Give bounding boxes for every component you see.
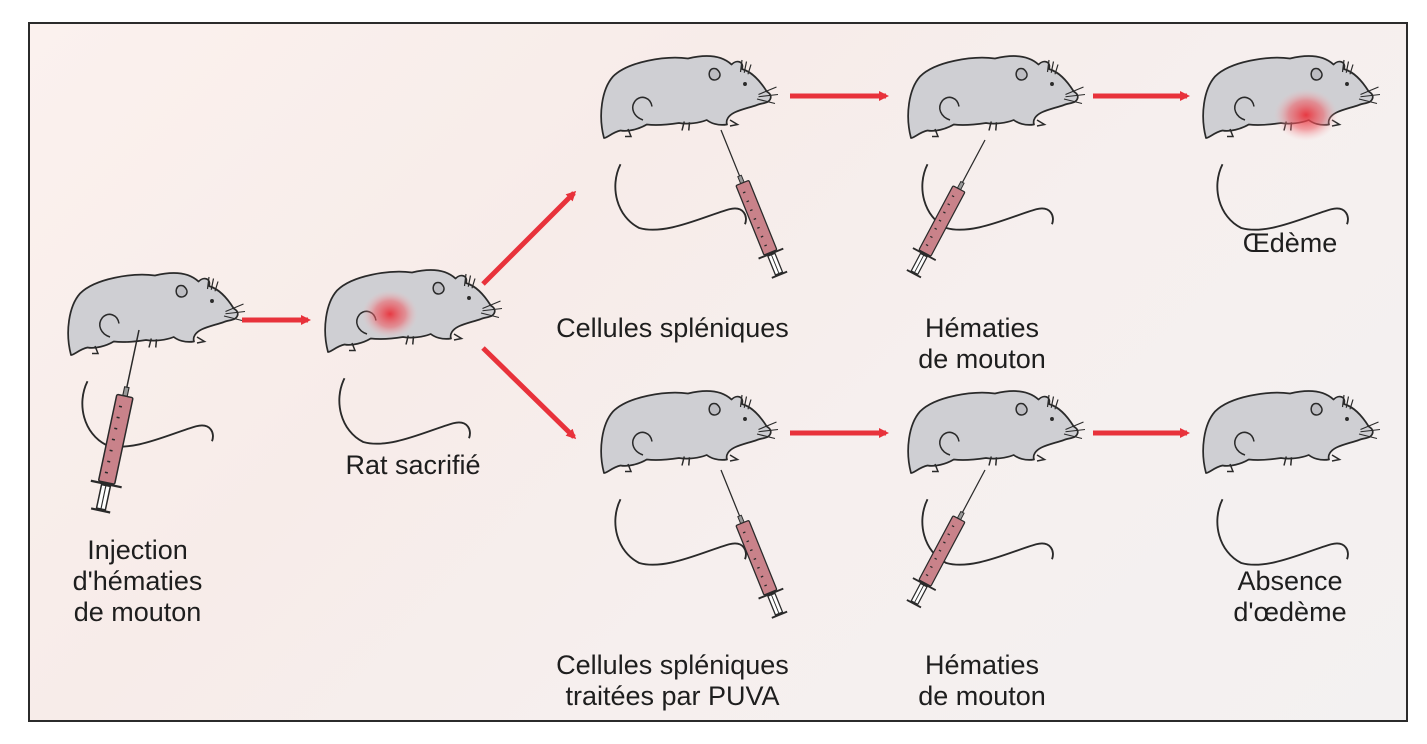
label-line: Absence — [1237, 566, 1343, 596]
rat-hematies-bottom-group — [901, 390, 1086, 612]
label-cellules-puva: Cellules spléniques traitées par PUVA — [520, 650, 825, 712]
syringe-icon — [901, 462, 998, 612]
rat-sacrifie-group — [324, 269, 503, 445]
label-line: de mouton — [918, 344, 1046, 374]
label-line: Hématies — [924, 313, 1040, 343]
rat-icon — [907, 55, 1086, 231]
arrow-down — [481, 346, 577, 440]
label-hematies-bottom: Hématies de mouton — [882, 650, 1082, 712]
rat-icon — [67, 272, 246, 448]
label-rat-sacrifie: Rat sacrifié — [345, 450, 481, 480]
syringe-icon — [901, 132, 998, 282]
rat-icon — [324, 269, 503, 445]
diagram-frame — [28, 22, 1408, 722]
label-cellules-spleniques: Cellules spléniques — [556, 313, 789, 343]
rat-hematies-top-group — [901, 55, 1086, 282]
label-line: d'œdème — [1233, 597, 1347, 627]
label-oedeme: Œdème — [1242, 228, 1338, 258]
rat-icon — [1202, 55, 1381, 231]
rat-oedeme-group — [1202, 55, 1381, 231]
rat-icon — [1202, 390, 1381, 566]
rat-icon — [907, 390, 1086, 566]
rat-cellules-top-group — [600, 55, 794, 282]
rat-absence-group — [1202, 390, 1381, 566]
syringe-icon — [707, 123, 794, 282]
syringe-icon — [707, 463, 794, 622]
label-line: Cellules spléniques — [556, 650, 789, 680]
label-line: d'hématies — [72, 566, 203, 596]
syringe-icon — [83, 325, 156, 516]
label-line: Hématies — [924, 650, 1040, 680]
label-absence-oedeme: Absence d'œdème — [1190, 566, 1390, 628]
oedeme-spot — [1274, 89, 1338, 141]
label-injection: Injection d'hématies de mouton — [55, 535, 220, 628]
label-line: de mouton — [918, 681, 1046, 711]
label-line: traitées par PUVA — [565, 681, 780, 711]
rat-cellules-puva-group — [600, 390, 794, 622]
label-line: Injection — [87, 535, 188, 565]
label-line: de mouton — [73, 597, 202, 627]
inflammation-spot — [362, 290, 418, 338]
rat-injection-group — [67, 272, 246, 516]
label-hematies-top: Hématies de mouton — [882, 313, 1082, 375]
arrow-up — [481, 190, 577, 286]
